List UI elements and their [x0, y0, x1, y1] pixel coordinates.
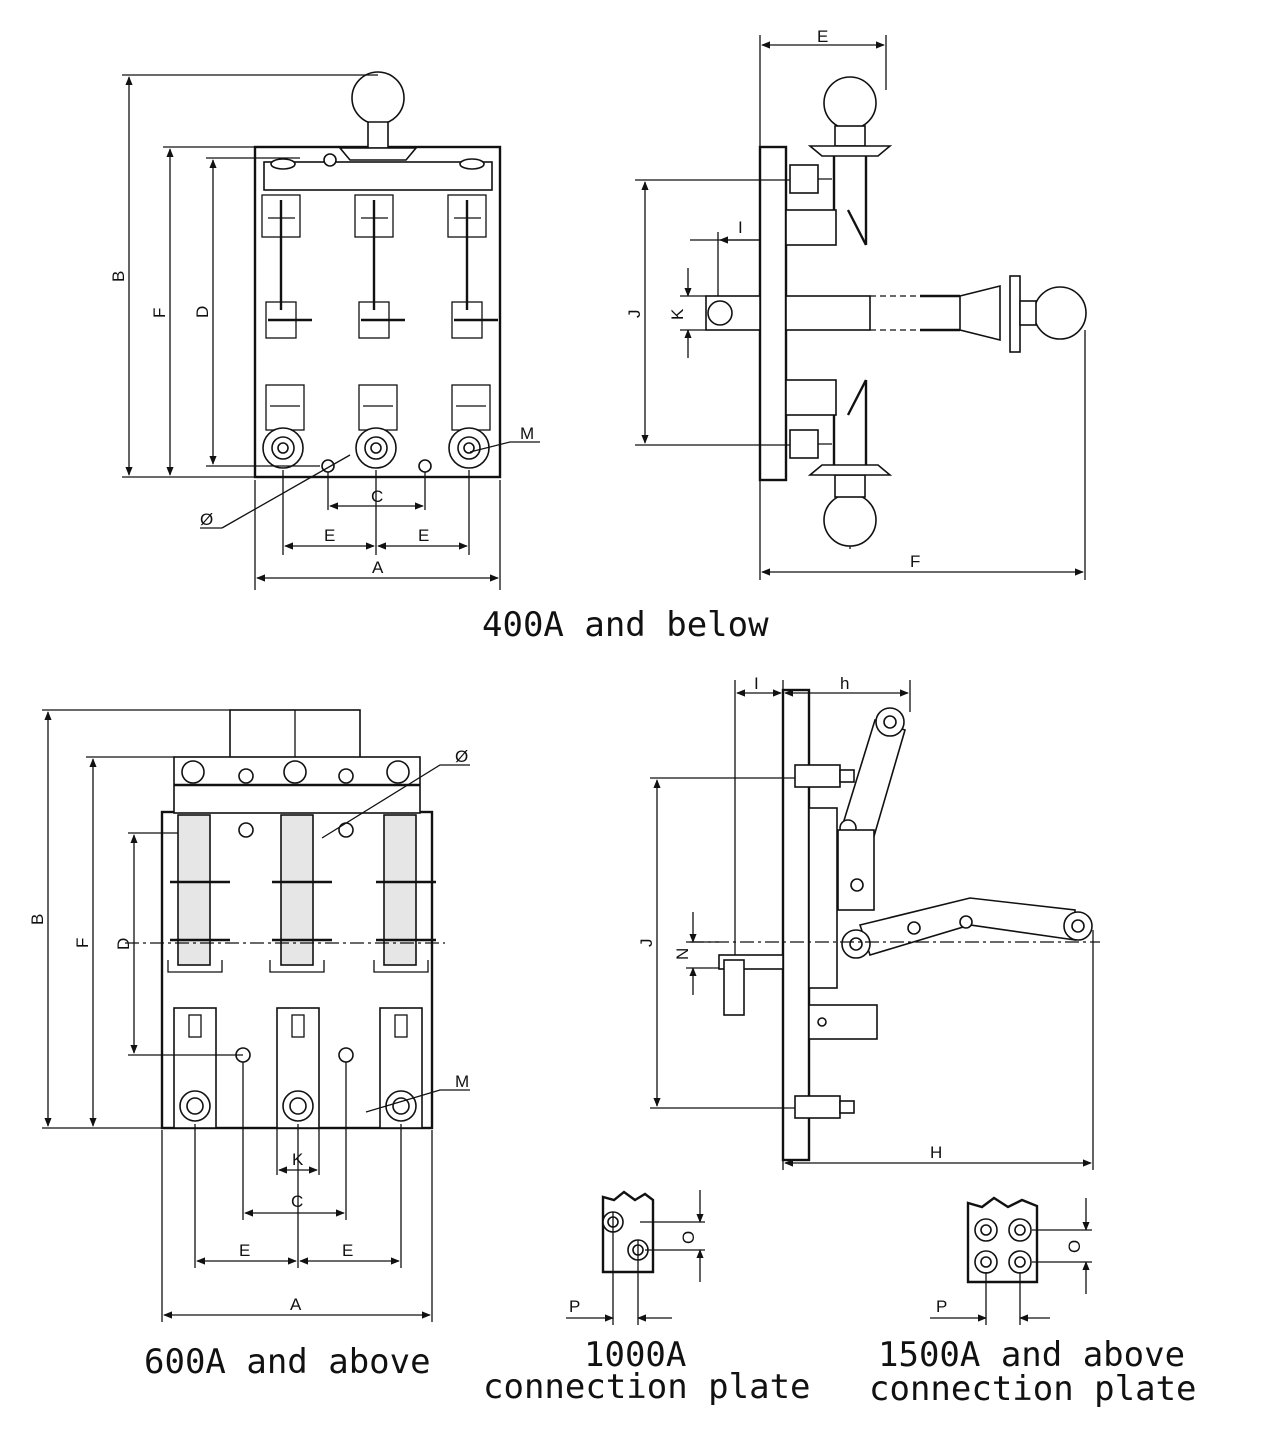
dim-label-P: P — [569, 1297, 580, 1316]
dim-label-phi: Ø — [200, 510, 213, 529]
dim-label-H: H — [930, 1143, 942, 1162]
dim-label-F: F — [73, 938, 92, 948]
dim-label-C: C — [371, 487, 383, 506]
dim-label-I: I — [738, 218, 743, 237]
caption-1000a-subtitle: connection plate — [483, 1367, 811, 1407]
caption-1500a-subtitle: connection plate — [869, 1369, 1197, 1409]
dim-label-E: E — [817, 27, 828, 46]
dim-label-O: O — [679, 1231, 698, 1244]
caption-1500a-title: 1500A and above — [878, 1335, 1185, 1375]
dim-label-K: K — [668, 308, 687, 320]
dim-label-I: I — [754, 674, 759, 693]
dim-label-A: A — [372, 558, 384, 577]
dim-label-E: E — [418, 526, 429, 545]
dim-label-C: C — [291, 1192, 303, 1211]
dim-label-E: E — [239, 1241, 250, 1260]
dim-label-M: M — [520, 424, 534, 443]
dim-label-K: K — [292, 1150, 304, 1169]
dim-label-M: M — [455, 1072, 469, 1091]
dim-label-P: P — [936, 1297, 947, 1316]
dim-label-h: h — [840, 674, 849, 693]
front-view-600a: B F D A E E C K Ø M — [28, 709, 470, 1322]
connection-plate-1500a: O P 1500A and above connection plate — [869, 1196, 1197, 1409]
dim-label-D: D — [193, 306, 212, 318]
side-view-400a: E F J K I — [625, 27, 1087, 580]
dim-label-E: E — [342, 1241, 353, 1260]
dim-label-N: N — [673, 948, 692, 960]
dim-label-A: A — [290, 1295, 302, 1314]
dim-label-F: F — [910, 552, 920, 571]
dim-label-B: B — [28, 914, 47, 925]
connection-plate-1000a: O P 1000A connection plate — [483, 1190, 811, 1407]
dim-label-J: J — [625, 310, 644, 319]
dim-label-J: J — [637, 939, 656, 948]
side-view-600a: I h J N H — [637, 674, 1100, 1170]
caption-1000a-title: 1000A — [584, 1335, 686, 1375]
dim-label-phi: Ø — [455, 747, 468, 766]
caption-600a-and-above: 600A and above — [144, 1342, 431, 1382]
dim-label-E: E — [324, 526, 335, 545]
front-view-400a: B F D A E E C Ø M — [109, 71, 540, 590]
dim-label-D: D — [114, 938, 133, 950]
dim-label-O: O — [1065, 1240, 1084, 1253]
dim-label-B: B — [109, 271, 128, 282]
dim-label-F: F — [150, 308, 169, 318]
caption-400a-and-below: 400A and below — [482, 605, 769, 645]
